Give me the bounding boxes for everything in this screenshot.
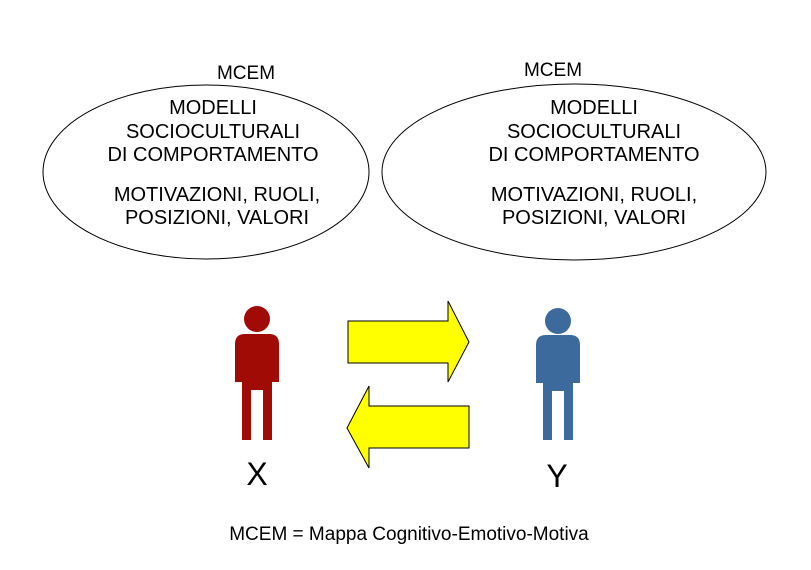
person-x-icon xyxy=(235,306,279,440)
left-map-line-3: DI COMPORTAMENTO xyxy=(107,144,318,166)
right-map-line-5: POSIZIONI, VALORI xyxy=(502,207,686,229)
overlap-hatching xyxy=(300,90,520,238)
left-map-line-1: MODELLI xyxy=(169,97,257,119)
right-map-line-2: SOCIOCULTURALI xyxy=(507,121,681,143)
right-mcem-ellipse xyxy=(381,83,767,261)
left-map-label: MCEM xyxy=(217,63,275,84)
left-map-line-4: MOTIVAZIONI, RUOLI, xyxy=(114,184,320,206)
left-map-line-2: SOCIOCULTURALI xyxy=(126,121,300,143)
arrow-left-icon xyxy=(346,385,470,469)
person-y-icon xyxy=(536,308,580,440)
left-mcem-ellipse xyxy=(42,84,370,260)
footnote: MCEM = Mappa Cognitivo-Emotivo-Motiva xyxy=(229,524,589,545)
right-map-line-3: DI COMPORTAMENTO xyxy=(488,144,699,166)
left-map-line-5: POSIZIONI, VALORI xyxy=(125,207,309,229)
person-x-label: X xyxy=(246,456,267,492)
right-map-line-4: MOTIVAZIONI, RUOLI, xyxy=(491,184,697,206)
right-map-line-1: MODELLI xyxy=(550,97,638,119)
person-y-label: Y xyxy=(546,458,567,494)
arrow-right-icon xyxy=(347,300,470,383)
right-map-label: MCEM xyxy=(524,60,582,81)
